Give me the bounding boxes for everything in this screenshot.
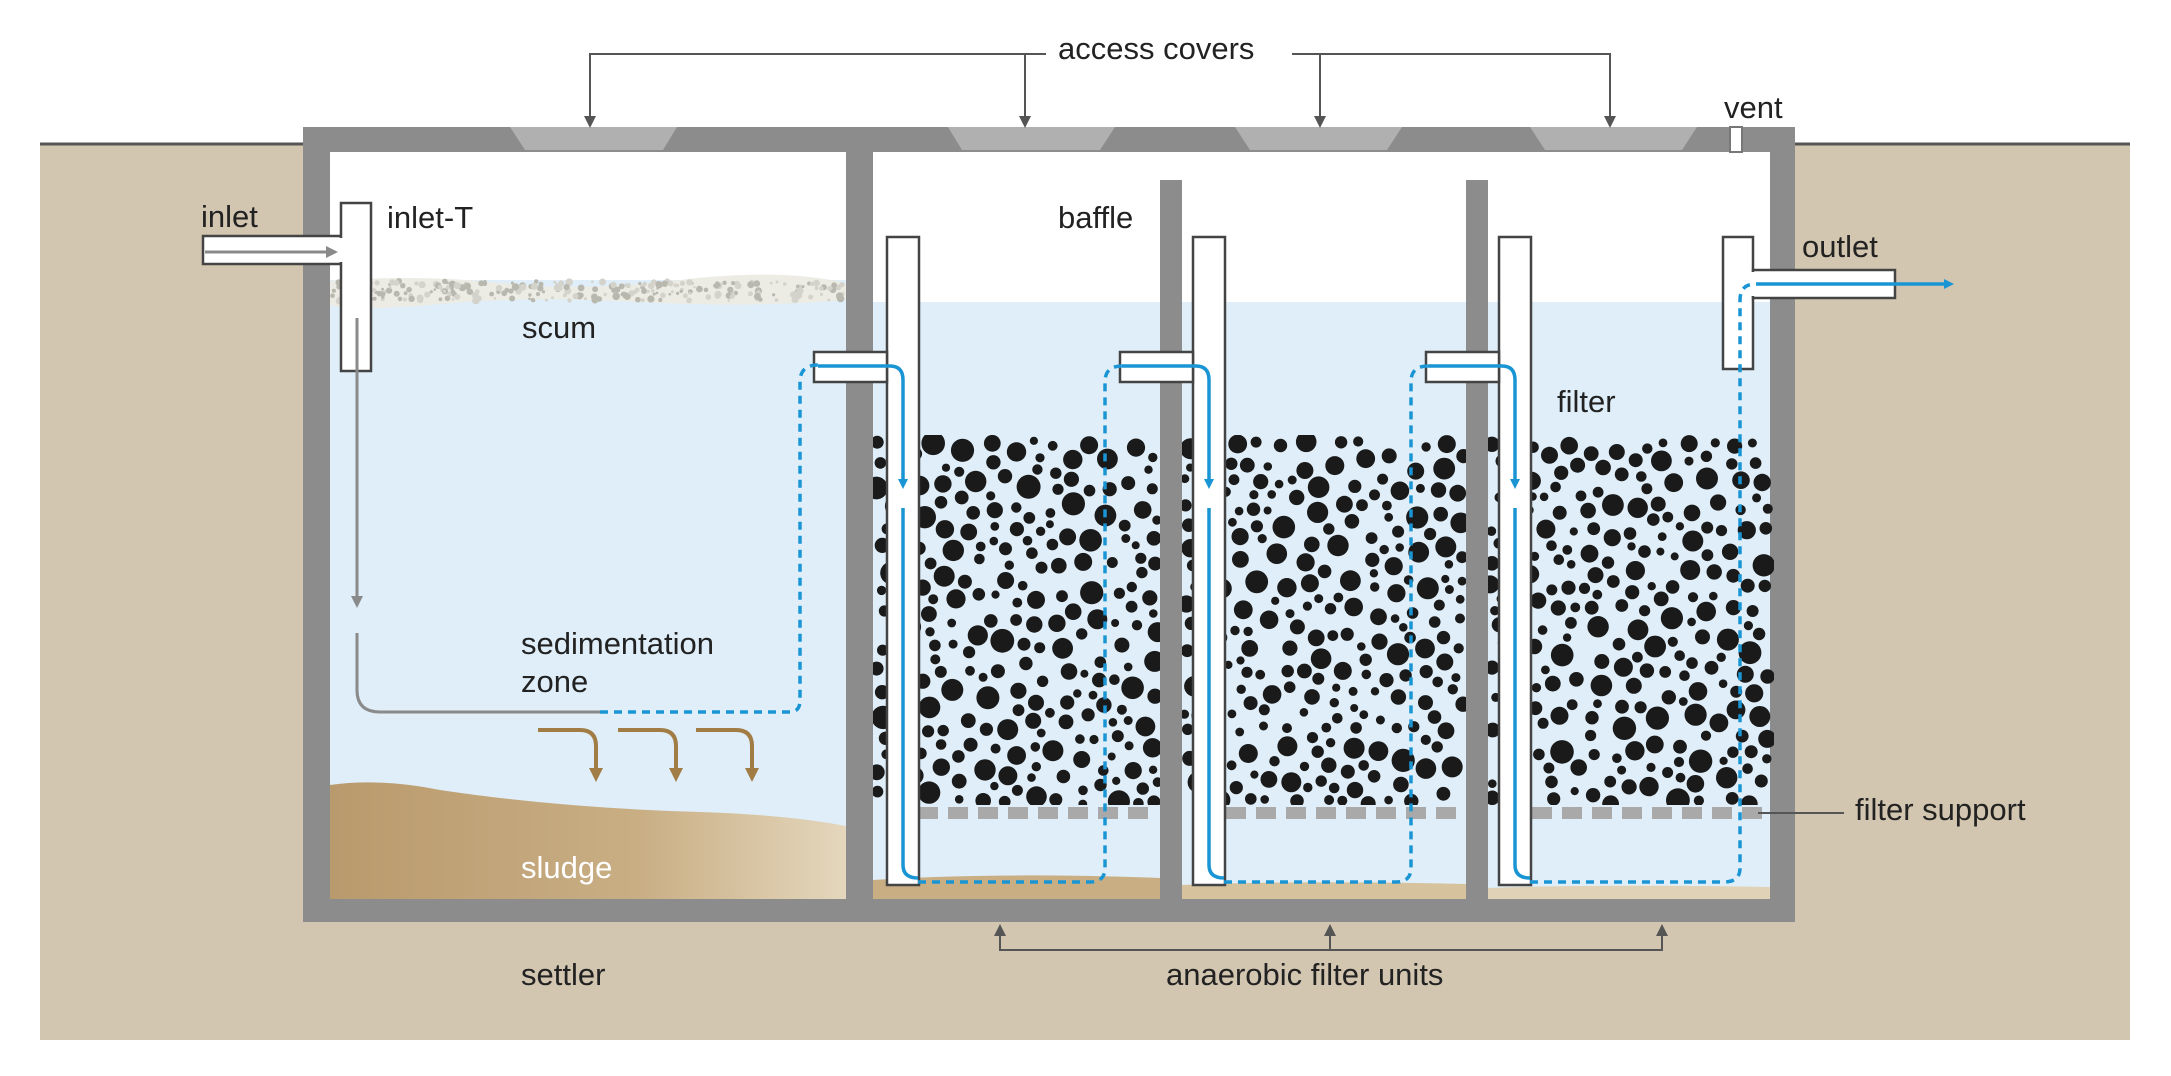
label-inlet: inlet	[201, 199, 258, 234]
filter-air-space	[873, 152, 1770, 302]
label-inlet-t: inlet-T	[387, 200, 473, 235]
vent-pipe	[1729, 126, 1743, 153]
filter-sludge-3	[1488, 885, 1770, 899]
flow-path	[600, 279, 1954, 884]
label-outlet: outlet	[1802, 229, 1878, 264]
label-scum: scum	[522, 310, 596, 345]
label-settler: settler	[521, 957, 605, 992]
scum-texture	[330, 278, 845, 305]
access-covers-row	[510, 127, 1697, 150]
settler-air-space	[330, 152, 846, 280]
settling-arrows	[538, 728, 759, 782]
filter-units-bracket-arrows	[994, 924, 1668, 936]
filter-sludge-2	[1182, 882, 1466, 899]
access-covers-bracket	[589, 53, 1611, 118]
sedimentation-flow-line	[355, 633, 600, 714]
label-baffle: baffle	[1058, 200, 1133, 235]
settler-filter-wall	[846, 127, 873, 922]
label-filter: filter	[1557, 384, 1616, 419]
label-filter-support: filter support	[1855, 792, 2026, 827]
label-sludge: sludge	[521, 850, 612, 885]
label-vent: vent	[1724, 90, 1783, 125]
filter-support	[918, 807, 1762, 819]
label-sedimentation: sedimentation	[521, 626, 714, 661]
baffle-wall	[1466, 180, 1488, 922]
label-zone: zone	[521, 664, 588, 699]
baffle-wall	[1160, 180, 1182, 922]
label-anaerobic-filter-units: anaerobic filter units	[1166, 957, 1443, 992]
settler-sludge	[330, 782, 846, 899]
filter-units-bracket	[999, 934, 1663, 951]
access-covers-bracket-arrows	[584, 116, 1616, 128]
label-access-covers: access covers	[1058, 31, 1254, 66]
